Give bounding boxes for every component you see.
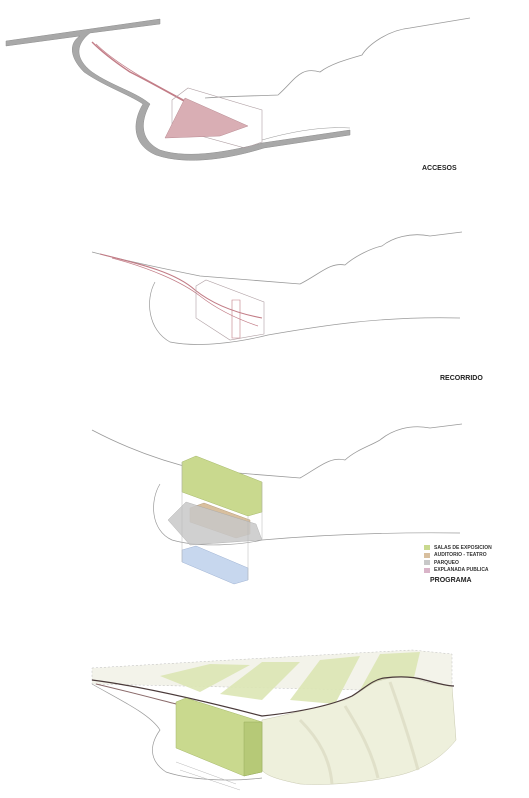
volume-access-road: [95, 683, 177, 705]
panel-recorrido-drawing: [91, 231, 463, 345]
cliff-edge-line: [91, 676, 455, 717]
access-road: [5, 18, 351, 161]
terrain-lower-outline: [261, 127, 351, 141]
terrain-green-stripe: [160, 664, 250, 692]
terrain-lower-outline: [149, 281, 461, 345]
panel-accesos-drawing: [5, 17, 471, 161]
label-accesos: ACCESOS: [422, 165, 457, 172]
legend-swatch-plaza: [424, 567, 430, 573]
programa-frame: [181, 462, 263, 580]
cliff-shading: [298, 681, 420, 785]
programa-parking: [167, 501, 263, 546]
route-building: [195, 279, 265, 341]
access-route: [91, 41, 246, 127]
label-programa: PROGRAMA: [430, 577, 472, 584]
terrain-outline: [204, 17, 471, 99]
route-path-secondary: [111, 257, 259, 327]
terrain-lower-outline: [153, 483, 461, 546]
legend-swatch-exhibition: [424, 545, 430, 551]
label-recorrido: RECORRIDO: [440, 375, 483, 382]
route-vertical-core: [231, 299, 241, 339]
legend-item: AUDITORIO - TEATRO: [424, 552, 492, 560]
legend-swatch-parking: [424, 560, 430, 566]
legend-swatch-auditorium: [424, 552, 430, 558]
legend-label: EXPLANADA PUBLICA: [434, 567, 489, 574]
legend-label: PARQUEO: [434, 559, 459, 566]
legend-label: AUDITORIO - TEATRO: [434, 552, 487, 559]
terrain-green-stripe: [220, 662, 300, 700]
programa-public-plaza: [181, 545, 249, 585]
terrain-outline: [91, 231, 463, 285]
volume-base-lines: [175, 761, 241, 791]
access-plaza: [164, 97, 249, 139]
terrain-green-stripe: [290, 656, 360, 704]
route-path: [99, 253, 263, 319]
legend-item: EXPLANADA PUBLICA: [424, 567, 492, 575]
legend-item: PARQUEO: [424, 559, 492, 567]
programa-legend: SALAS DE EXPOSICION AUDITORIO - TEATRO P…: [424, 544, 492, 574]
terrain-outline: [91, 423, 463, 479]
volume-building-front: [243, 721, 263, 777]
legend-item: SALAS DE EXPOSICION: [424, 544, 492, 552]
panel-programa-drawing: [91, 423, 463, 585]
panel-volumetria-drawing: [91, 649, 457, 791]
legend-label: SALAS DE EXPOSICION: [434, 544, 492, 551]
terrain-lower-outline: [91, 683, 263, 781]
